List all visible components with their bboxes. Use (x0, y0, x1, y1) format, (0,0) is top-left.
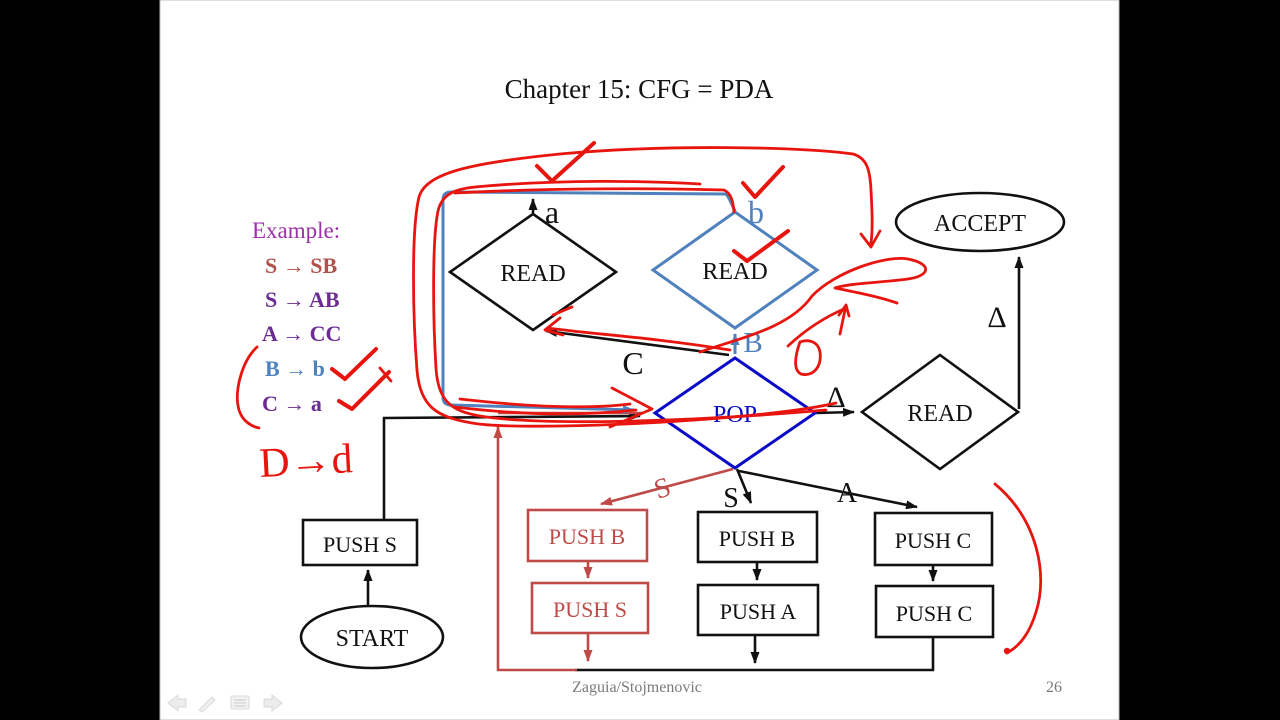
checkmark-top-loop (535, 141, 596, 183)
annotation-top-edge-trace (453, 187, 736, 214)
edge-label-delta-pop: Δ (826, 381, 845, 414)
pen-icon (198, 696, 216, 713)
red-annotations: D→d (236, 141, 1043, 655)
arrow-left-icon (167, 693, 187, 713)
edge-pop-to-pushc (738, 469, 918, 510)
arrow-right-icon (263, 693, 283, 713)
annotation-loop-outer (412, 146, 874, 428)
start-oval (299, 604, 445, 670)
accept-oval (894, 191, 1066, 253)
push-b-black-label: PUSH B (719, 526, 795, 551)
start-label: START (336, 626, 409, 652)
edge-red-return-up (493, 426, 577, 672)
push-c-top-box (873, 511, 994, 567)
push-a-black-box (696, 583, 820, 637)
rule-c-a: C → a (262, 391, 322, 416)
slide-title: Chapter 15: CFG = PDA (505, 74, 774, 104)
push-s-left-box (301, 518, 419, 567)
checkmark-rule-b (330, 347, 378, 381)
push-b-black-box (696, 510, 819, 564)
example-grammar: Example: S → SB S → AB A → CC B → b C → … (252, 218, 341, 416)
annotation-pop-entry-strokes (453, 397, 638, 416)
push-s-red-box (530, 581, 650, 635)
next-slide-button[interactable] (263, 693, 283, 713)
read1-diamond (447, 212, 619, 332)
annotation-right-paren (993, 482, 1043, 655)
edge-label-C: C (622, 345, 643, 381)
push-b-red-box (526, 508, 649, 563)
checkmark-read2 (732, 229, 790, 263)
rule-a-cc: A → CC (262, 321, 341, 346)
annotation-loop-inner (432, 179, 828, 424)
annotation-scribble-bowtie (698, 257, 928, 354)
black-edges (363, 198, 1024, 672)
edge-label-S-black: S (723, 483, 739, 514)
edge-label-a: a (545, 194, 559, 230)
annotation-right-paren-dot (1003, 647, 1011, 655)
edge-labels: a b C B Δ Δ S S A (545, 194, 1007, 514)
slide-menu-button[interactable] (230, 695, 250, 710)
rule-s-ab: S → AB (265, 287, 340, 312)
edge-label-delta-accept: Δ (987, 301, 1006, 334)
push-a-black-label: PUSH A (720, 599, 797, 624)
footer-page-number: 26 (1046, 679, 1062, 696)
read3-diamond (859, 353, 1021, 471)
pen-tool-button[interactable] (198, 696, 216, 713)
push-s-red-label: PUSH S (553, 597, 627, 622)
edge-pushs-to-pop (382, 411, 641, 520)
rule-s-sb: S → SB (265, 253, 337, 278)
annotation-grammar-bracket (236, 345, 261, 430)
edge-label-A-black: A (837, 478, 858, 509)
steelblue-edges (441, 190, 740, 415)
read3-label: READ (907, 401, 972, 427)
edge-label-b: b (748, 194, 764, 230)
checkmark-rule-c (337, 370, 391, 411)
edge-pop-to-pushb-red (600, 467, 734, 506)
edge-pop-to-read1-C (545, 327, 730, 357)
push-c-bottom-label: PUSH C (896, 601, 972, 626)
checkmark-above-b (741, 165, 785, 199)
slide-footer: Zaguia/Stojmenovic 26 (572, 679, 1062, 696)
annotation-c-line-trace (543, 305, 732, 352)
push-s-left-label: PUSH S (323, 532, 397, 557)
annotation-pop-entry-arrowhead (608, 386, 654, 429)
example-heading: Example: (252, 218, 340, 243)
footer-credit: Zaguia/Stojmenovic (572, 679, 702, 696)
flowchart-nodes: READ READ POP READ ACCEPT START PUSH S P… (299, 191, 1066, 670)
read2-label: READ (702, 259, 767, 285)
read1-label: READ (500, 261, 565, 287)
handwritten-note-Dd: D→d (258, 436, 354, 487)
edge-pop-to-read3 (815, 407, 855, 417)
edge-read2-loop-to-pop (441, 190, 737, 415)
slide-menu-lines-icon (234, 699, 246, 707)
edge-bottom-return-black (575, 637, 935, 672)
edge-pop-to-pushb-black (735, 468, 753, 504)
rule-b-b: B → b (265, 356, 325, 381)
push-c-top-label: PUSH C (895, 528, 971, 553)
annotation-loop-end-fork (859, 229, 882, 249)
previous-slide-button[interactable] (167, 693, 187, 713)
presenter-toolbar (167, 693, 283, 713)
push-c-bottom-box (874, 584, 995, 639)
annotation-scribble-d-doodle (786, 303, 851, 376)
push-b-red-label: PUSH B (549, 524, 625, 549)
accept-label: ACCEPT (934, 211, 1026, 237)
pop-diamond (652, 356, 818, 470)
